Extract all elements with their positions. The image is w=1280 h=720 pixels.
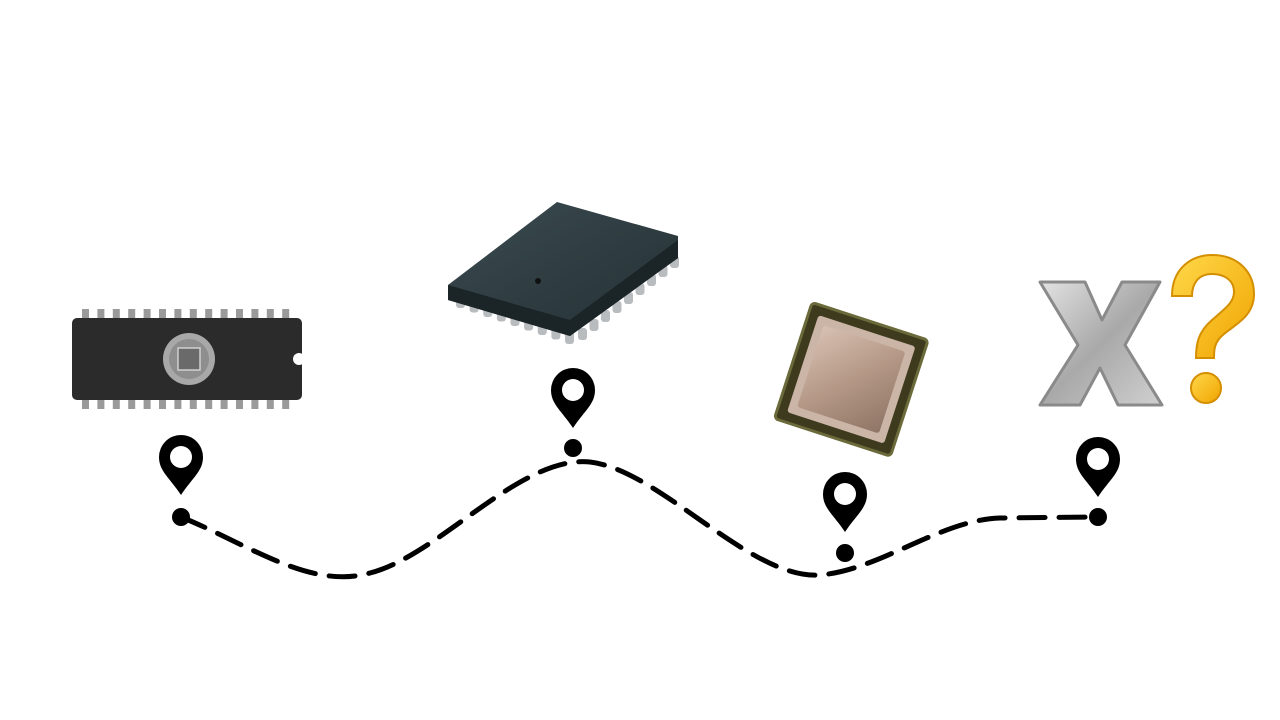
x-question-icon <box>1038 253 1256 407</box>
route-stop-dot <box>564 439 582 457</box>
location-pin-icon <box>159 435 203 495</box>
route-stop-dot <box>172 508 190 526</box>
location-pin-icon <box>551 368 595 428</box>
location-pin-icon <box>823 472 867 532</box>
cpu-processor-icon <box>773 302 929 457</box>
route-stop-dot <box>1089 508 1107 526</box>
dashed-route-path <box>178 459 1101 580</box>
plcc-chip-icon <box>448 202 679 344</box>
route-stop-dot <box>836 544 854 562</box>
location-pin-icon <box>1076 437 1120 497</box>
dip-eprom-chip-icon <box>72 309 305 409</box>
